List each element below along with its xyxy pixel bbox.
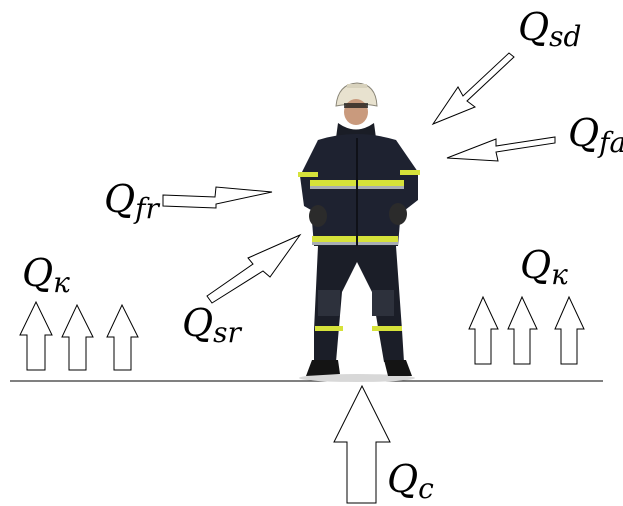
up-arrow <box>106 303 139 371</box>
q-c-label: Qc <box>387 457 434 505</box>
up-arrow <box>554 295 585 365</box>
up-arrow <box>468 295 499 365</box>
q-c-arrow <box>333 384 391 504</box>
q-fr-arrow <box>162 186 273 209</box>
up-arrow <box>19 300 53 371</box>
q-sd-arrow <box>431 52 515 126</box>
q-k-left-label: Qк <box>22 251 70 299</box>
up-arrow <box>507 295 538 365</box>
q-fa-label: Qfa <box>568 111 623 159</box>
q-sr-label: Qsr <box>182 301 243 349</box>
q-k-right-label: Qк <box>520 243 568 291</box>
q-sr-arrow <box>206 233 302 304</box>
q-sd-label: Qsd <box>518 5 581 53</box>
firefighter-icon <box>298 82 420 382</box>
q-k-right-arrows <box>468 295 585 365</box>
q-k-left-arrows <box>19 300 139 371</box>
q-fr-label: Qfr <box>104 177 161 225</box>
q-fa-arrow <box>446 136 556 162</box>
up-arrow <box>61 303 94 371</box>
